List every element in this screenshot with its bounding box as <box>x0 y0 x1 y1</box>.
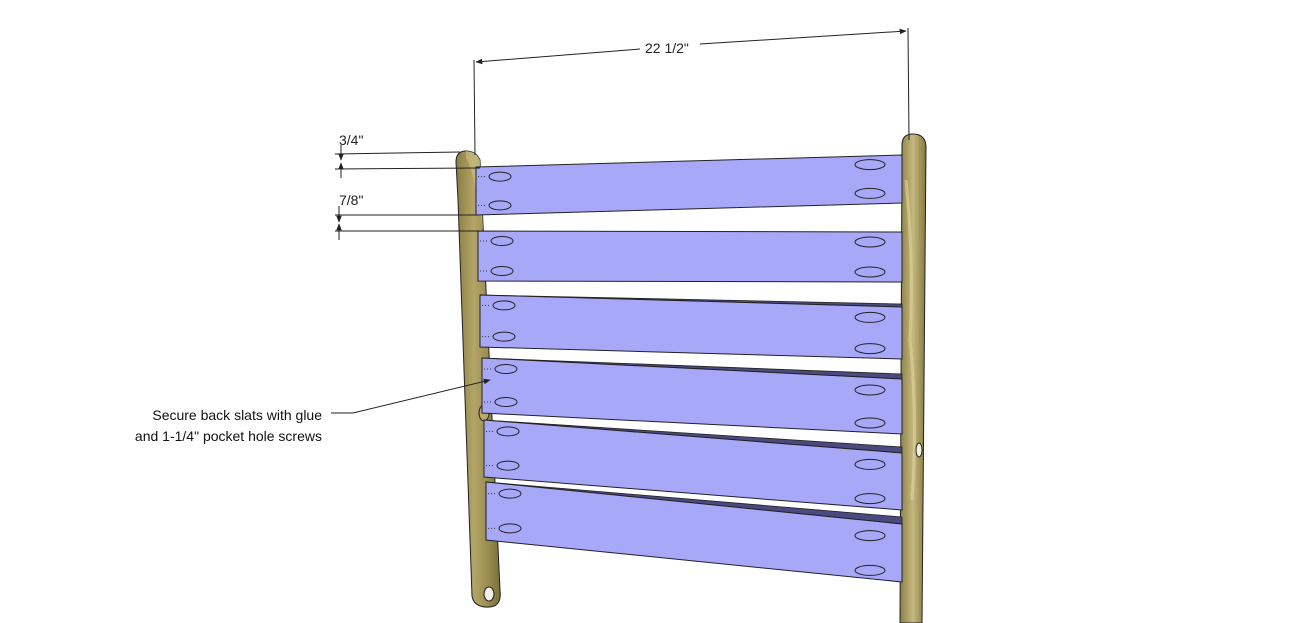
pocket-hole-left <box>488 200 512 211</box>
back-slat-5 <box>483 419 903 511</box>
pocket-hole-right <box>854 530 886 542</box>
overall-width-dimension: 22 1/2" <box>473 27 910 156</box>
pocket-hole-right <box>854 236 886 248</box>
right-leg-post <box>899 133 927 623</box>
pocket-hole-left <box>490 236 514 246</box>
top-offset-label: 3/4" <box>339 132 363 148</box>
callout-line-1: Secure back slats with glue <box>152 407 322 423</box>
slat-face <box>485 481 903 583</box>
callout-line-2: and 1-1/4" pocket hole screws <box>135 428 322 444</box>
pocket-hole-right <box>854 311 886 323</box>
back-slat-2 <box>477 230 903 283</box>
pocket-hole-left <box>492 331 516 342</box>
pocket-hole-left <box>498 488 522 499</box>
pocket-hole-left <box>498 523 522 534</box>
pocket-hole-left <box>490 266 514 276</box>
pocket-hole-right <box>854 266 886 278</box>
back-slat-4 <box>481 357 903 435</box>
overall-width-label: 22 1/2" <box>645 40 689 56</box>
slat-face <box>475 154 903 216</box>
back-slats <box>475 154 903 583</box>
slat-face <box>479 294 903 360</box>
slat-face <box>477 230 903 283</box>
slat-gap-dimension: 7/8" <box>335 192 478 240</box>
back-slat-6 <box>485 481 903 583</box>
back-slat-1 <box>475 154 903 216</box>
pocket-hole-left <box>494 397 518 407</box>
pocket-hole-right <box>854 384 886 396</box>
slat-face <box>481 357 903 435</box>
pocket-hole-left <box>496 426 520 437</box>
pocket-hole-left <box>488 171 512 182</box>
pocket-hole-right <box>854 187 886 199</box>
assembly-callout: Secure back slats with glue and 1-1/4" p… <box>135 378 491 444</box>
pocket-hole-right <box>854 493 886 505</box>
slat-gap-label: 7/8" <box>339 192 363 208</box>
slat-face <box>483 419 903 511</box>
top-offset-dimension: 3/4" <box>334 132 481 178</box>
pocket-hole-right <box>854 564 886 576</box>
back-slat-3 <box>479 294 903 360</box>
pocket-hole-right <box>854 159 886 171</box>
pocket-hole-left <box>496 460 520 471</box>
pocket-hole-right <box>854 458 886 470</box>
pocket-hole-right <box>854 417 886 429</box>
pocket-hole-left <box>494 364 518 374</box>
pocket-hole-right <box>854 343 886 355</box>
pocket-hole-left <box>492 300 516 311</box>
left-leg-bolt-hole <box>483 586 495 602</box>
right-leg-bolt-hole <box>915 442 923 458</box>
